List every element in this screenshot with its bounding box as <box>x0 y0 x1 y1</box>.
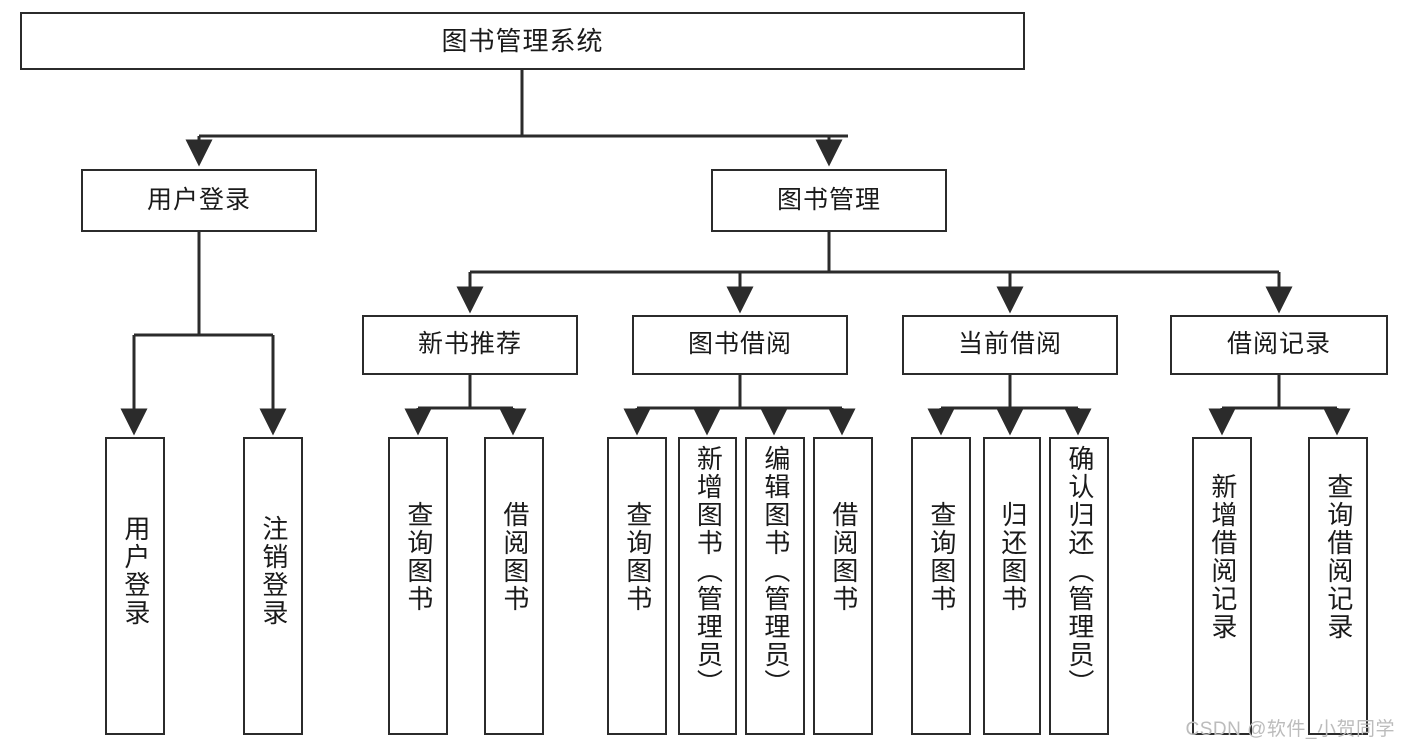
node-user-login[interactable]: 用户登录 <box>81 169 317 232</box>
leaf-book-borrow-add-book-admin[interactable]: 新增图书（管理员） <box>678 437 737 735</box>
node-current-borrow[interactable]: 当前借阅 <box>902 315 1118 375</box>
leaf-current-borrow-return-book[interactable]: 归还图书 <box>983 437 1041 735</box>
node-book-management[interactable]: 图书管理 <box>711 169 947 232</box>
leaf-borrow-record-query-record[interactable]: 查询借阅记录 <box>1308 437 1368 735</box>
leaf-book-borrow-query-book[interactable]: 查询图书 <box>607 437 667 735</box>
leaf-user-login-logout[interactable]: 注销登录 <box>243 437 303 735</box>
leaf-new-book-query-book[interactable]: 查询图书 <box>388 437 448 735</box>
leaf-borrow-record-add-record[interactable]: 新增借阅记录 <box>1192 437 1252 735</box>
leaf-user-login-login[interactable]: 用户登录 <box>105 437 165 735</box>
leaf-current-borrow-confirm-return-admin[interactable]: 确认归还（管理员） <box>1049 437 1109 735</box>
csdn-watermark: CSDN @软件_小贺同学 <box>1185 719 1395 740</box>
leaf-book-borrow-borrow-book[interactable]: 借阅图书 <box>813 437 873 735</box>
leaf-book-borrow-edit-book-admin[interactable]: 编辑图书（管理员） <box>745 437 805 735</box>
leaf-current-borrow-query-book[interactable]: 查询图书 <box>911 437 971 735</box>
node-new-book-recommend[interactable]: 新书推荐 <box>362 315 578 375</box>
node-root-book-management-system[interactable]: 图书管理系统 <box>20 12 1025 70</box>
leaf-new-book-borrow-book[interactable]: 借阅图书 <box>484 437 544 735</box>
node-borrow-record[interactable]: 借阅记录 <box>1170 315 1388 375</box>
node-book-borrow[interactable]: 图书借阅 <box>632 315 848 375</box>
